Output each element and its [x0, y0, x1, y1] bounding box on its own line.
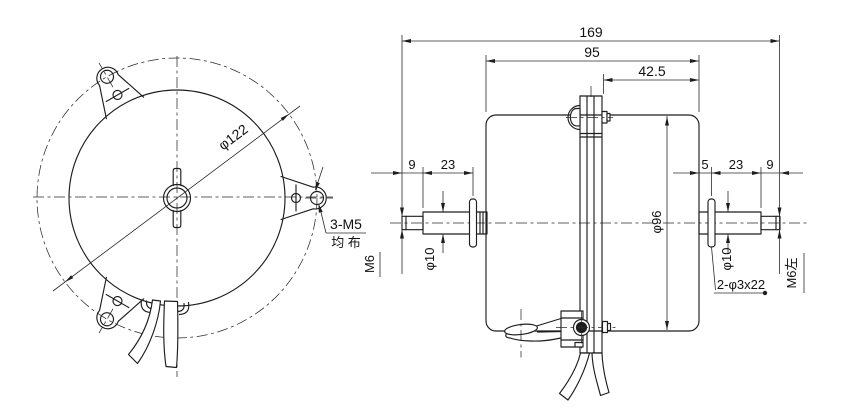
shaft-right: [698, 198, 781, 248]
dim-42-arrow-l: [603, 78, 613, 82]
rivet-hole: [290, 192, 302, 204]
dim-122-arrow-lower: [65, 275, 74, 282]
mounting-tab-bottom-left: [96, 276, 145, 334]
note-pin-dot: [762, 290, 768, 296]
m5-mounting-hole: [99, 312, 115, 327]
dim-phi10L-arrow-top: [441, 203, 445, 212]
lead-wire-right: [163, 300, 179, 369]
side-wire-left: [558, 352, 591, 401]
dim-l9-arrow: [393, 171, 402, 175]
bottom-bolt-tip: [606, 322, 612, 332]
dim-169-arrow-r: [770, 39, 780, 43]
tab-centermark: [98, 308, 114, 334]
dim-96-arrow-bot: [665, 321, 669, 330]
bottom-clamp-assembly: [504, 309, 616, 358]
dim-phi10R-arrow-bot: [726, 234, 730, 243]
dim-r23-arrow-l: [711, 171, 721, 175]
note-pin-leader: [711, 246, 716, 291]
dim-96-arrow-top: [665, 116, 669, 126]
clamp-ear-right-inner: [177, 302, 185, 313]
dim-l23-arrow-r: [464, 171, 473, 175]
note-m5-spacing-text: 均 布: [331, 235, 361, 250]
note-pin-text: 2-φ3x22: [717, 277, 765, 292]
note-m5-text: 3-M5: [330, 216, 362, 232]
m5-mounting-hole: [99, 69, 115, 84]
hub-shaft-circle: [166, 187, 188, 209]
wire-lower-run: [509, 337, 562, 342]
dim-169-arrow-l: [402, 39, 411, 43]
clamp-block-notch: [574, 341, 584, 348]
dim-body-dia-text: φ96: [649, 211, 664, 234]
dim-122-arrow-upper: [280, 114, 289, 121]
note-m5-arrow-upper: [315, 181, 320, 191]
dim-right-thread-text: 9: [766, 157, 773, 172]
tab-bend-line: [105, 293, 130, 309]
dim-122-line: [52, 105, 301, 292]
dim-right-shaft-text: 23: [729, 157, 743, 172]
dim-m6R-arrow-top: [777, 207, 782, 217]
rivet-hole: [112, 295, 123, 307]
mounting-tab-right: [280, 175, 333, 221]
side-view: 169 95 42.5 9 23 5 2: [362, 24, 810, 401]
tab-outline: [280, 175, 327, 221]
strap-bolt-top: [566, 104, 613, 131]
dim-l23-arrow-l: [423, 171, 432, 175]
dim-42-text: 42.5: [638, 63, 665, 79]
shaft-hub: [162, 167, 192, 229]
lead-wire-left: [127, 299, 162, 365]
side-lead-wires: [558, 352, 610, 401]
wire-stem-upper: [535, 317, 562, 327]
dim-95-text: 95: [584, 44, 600, 60]
dim-m6L-arrow-bot: [400, 229, 404, 239]
dim-bolt-circle-text: φ122: [215, 121, 251, 153]
note-m5-leader-upper: [316, 166, 324, 186]
shaft-left: [401, 198, 488, 248]
tab-outline: [96, 276, 145, 330]
wire-terminal-loop: [504, 323, 538, 336]
dim-left-shaft-dia-text: φ10: [422, 248, 437, 271]
label-left-thread-text: M6: [362, 255, 377, 273]
dim-right-shaft-dia-text: φ10: [719, 248, 734, 271]
note-mounting-holes: 3-M5 均 布: [315, 166, 366, 250]
wire-stem-lower: [536, 330, 562, 333]
tab-bend-line: [105, 87, 130, 103]
dim-r9-arrow: [780, 171, 789, 175]
front-lead-wires: [127, 299, 179, 369]
dim-r5-arrow: [690, 171, 699, 175]
dim-phi10R-arrow-top: [726, 203, 730, 212]
wire-terminal-curl: [505, 332, 511, 339]
clamp-ear-left: [140, 299, 152, 314]
left-cross-pin: [468, 198, 478, 248]
tab-centermark: [98, 62, 114, 88]
hub-outer-circle: [162, 183, 192, 213]
note-m5-leader-lower: [319, 207, 327, 234]
clamp-ear-right: [178, 301, 190, 316]
label-right-thread-text: M6左: [784, 257, 799, 288]
side-view-dimensions: 169 95 42.5 9 23 5 2: [362, 24, 805, 330]
note-m5-arrow-lower: [318, 203, 323, 213]
mounting-tab-top-left: [96, 62, 145, 120]
dim-m6R-arrow-bot: [777, 229, 782, 239]
dim-right-pin-text: 5: [701, 157, 708, 172]
right-thread-section: [760, 215, 781, 231]
rivet-hole: [112, 89, 123, 101]
pin-end-top: [172, 167, 182, 187]
left-shaft-section: [422, 211, 488, 235]
dim-95-arrow-r: [690, 59, 699, 63]
dim-r23-arrow-r: [752, 171, 761, 175]
tab-outline: [96, 66, 145, 120]
dim-m6L-arrow-top: [400, 207, 404, 217]
dim-95-arrow-l: [486, 59, 495, 63]
dim-169-text: 169: [579, 24, 603, 40]
front-view: φ122 3-M5 均 布: [33, 56, 366, 377]
side-wire-right: [591, 352, 610, 397]
pin-end-bottom: [172, 209, 182, 229]
dim-left-thread-text: 9: [408, 157, 415, 172]
dim-42-arrow-r: [690, 78, 699, 82]
dim-phi10L-arrow-bot: [441, 234, 445, 243]
right-cross-pin: [707, 198, 716, 248]
dim-left-shaft-text: 23: [441, 157, 455, 172]
bottom-bolt-nut: [601, 320, 609, 334]
